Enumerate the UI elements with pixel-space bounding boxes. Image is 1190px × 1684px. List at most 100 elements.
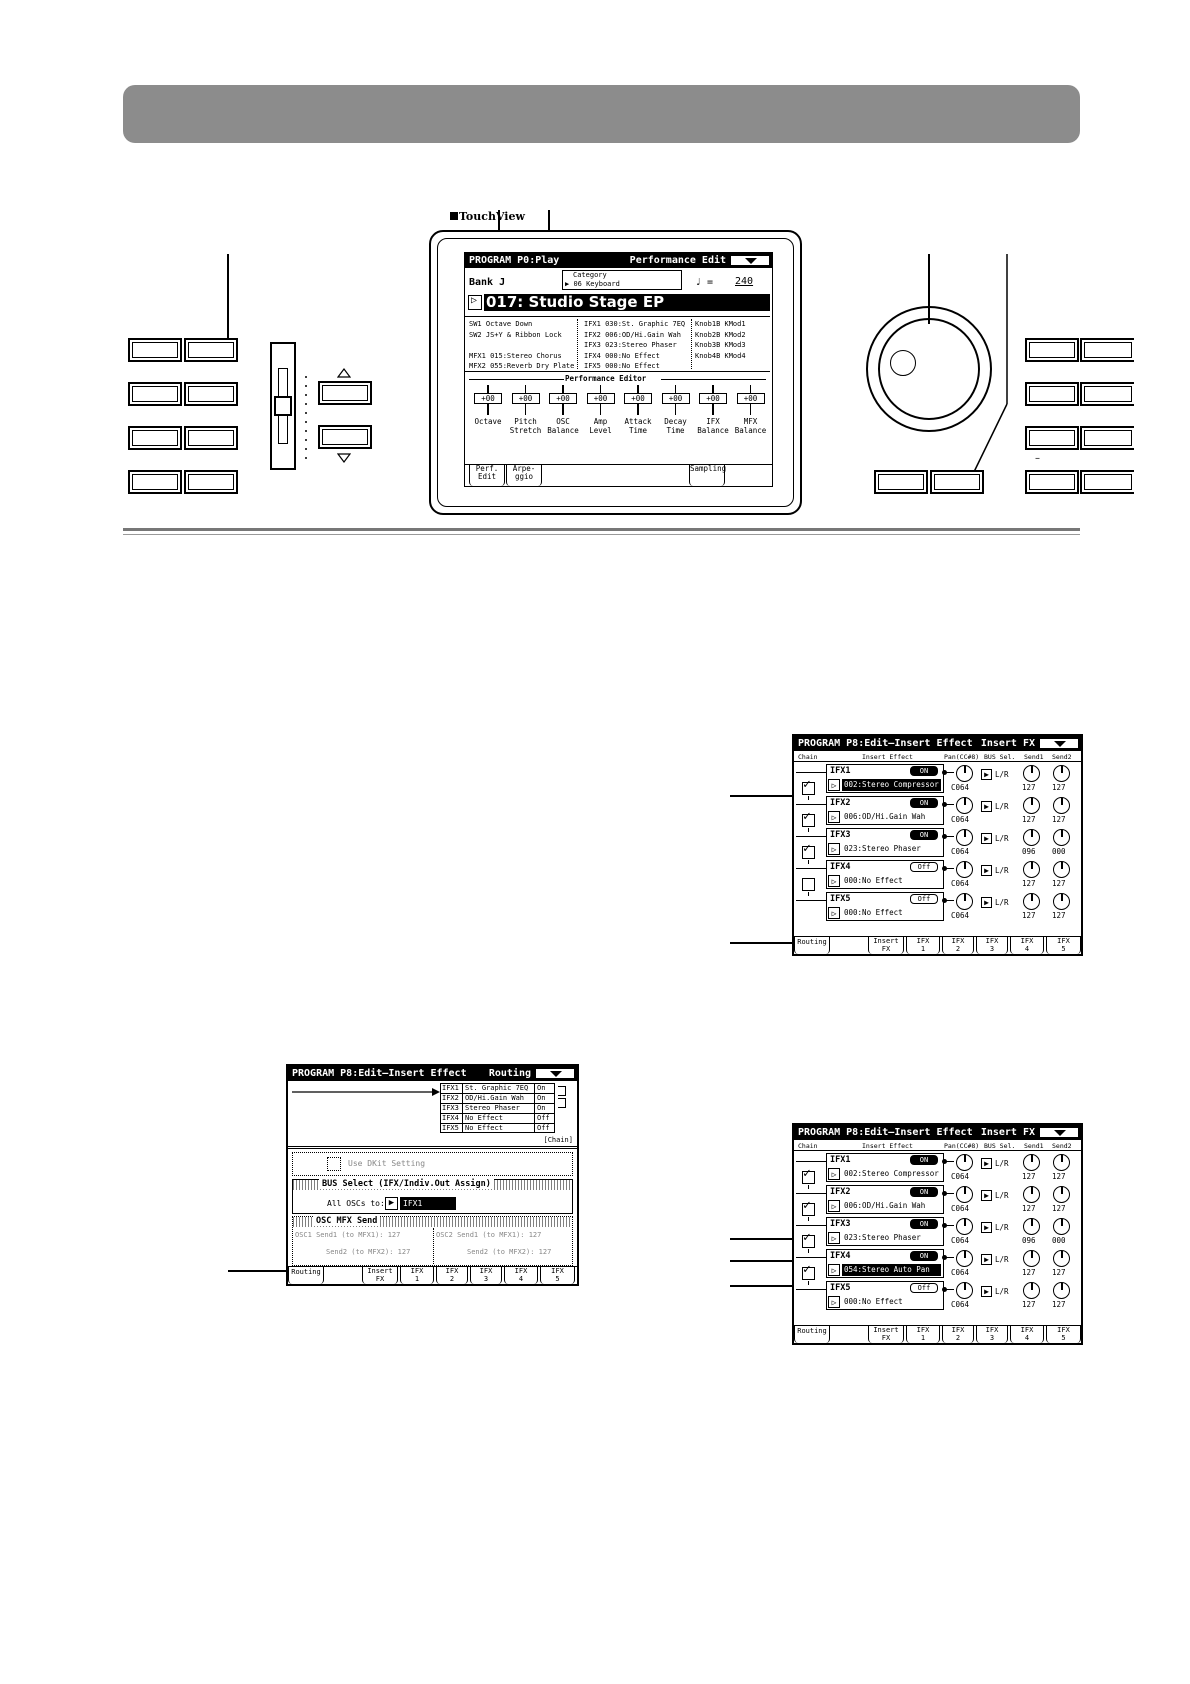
effect-on-off-toggle[interactable]: ON [910,830,938,840]
effect-on-off-toggle[interactable]: ON [910,1187,938,1197]
effect-on-off-toggle[interactable]: Off [910,862,938,872]
effect-on-off-toggle[interactable]: Off [910,894,938,904]
send2-knob[interactable] [1053,765,1070,782]
effect-select-arrow-icon[interactable]: ▷ [828,1200,840,1212]
effect-name[interactable]: 023:Stereo Phaser [844,1233,921,1242]
send2-knob[interactable] [1053,893,1070,910]
value-slider-knob[interactable] [274,396,292,416]
left-button-2b[interactable] [184,382,238,406]
effect-select-arrow-icon[interactable]: ▷ [828,875,840,887]
right-button-4b[interactable] [1080,470,1134,494]
right-button-1a[interactable] [1025,338,1079,362]
pan-knob[interactable] [956,829,973,846]
perf-slider-value[interactable]: +00 [474,393,502,404]
tab-ifx-3[interactable]: IFX 3 [470,1266,502,1284]
tempo-value[interactable]: 240 [735,276,754,287]
chain-checkbox[interactable] [802,878,815,891]
tab-perf-edit[interactable]: Perf.Edit [469,464,505,486]
tab-ifx-1[interactable]: IFX 1 [906,936,940,954]
tab-ifx-2[interactable]: IFX 2 [942,1325,974,1343]
effect-on-off-toggle[interactable]: Off [910,1283,938,1293]
right-button-1b[interactable] [1080,338,1134,362]
left-button-3b[interactable] [184,426,238,450]
tab-ifx-5[interactable]: IFX 5 [1046,1325,1081,1343]
pan-knob[interactable] [956,1282,973,1299]
tab-ifx-1[interactable]: IFX 1 [906,1325,940,1343]
send2-knob[interactable] [1053,829,1070,846]
bus-select-arrow-icon[interactable]: ▶ [981,897,992,908]
dec-button[interactable] [318,425,372,449]
tab-ifx-5[interactable]: IFX 5 [1046,936,1081,954]
bus-select-arrow-icon[interactable]: ▶ [385,1197,398,1210]
effect-name[interactable]: 000:No Effect [844,908,903,917]
page-menu-button[interactable] [730,255,770,266]
send1-knob[interactable] [1023,861,1040,878]
effect-select-arrow-icon[interactable]: ▷ [828,907,840,919]
effect-name[interactable]: 023:Stereo Phaser [844,844,921,853]
left-button-4b[interactable] [184,470,238,494]
bus-select-arrow-icon[interactable]: ▶ [981,1222,992,1233]
osc1-send1[interactable]: OSC1 Send1 (to MFX1): 127 [295,1231,401,1239]
page-menu-button[interactable] [1039,1127,1079,1138]
send1-knob[interactable] [1023,1218,1040,1235]
perf-slider-value[interactable]: +00 [736,393,765,404]
tab-ifx-2[interactable]: IFX 2 [942,936,974,954]
chain-checkbox[interactable] [802,1267,815,1280]
effect-name[interactable]: 002:Stereo Compressor [842,779,941,791]
send2-knob[interactable] [1053,1250,1070,1267]
bus-value[interactable]: L/R [995,1223,1009,1232]
effect-select-arrow-icon[interactable]: ▷ [828,1232,840,1244]
bus-value[interactable]: L/R [995,1255,1009,1264]
send1-knob[interactable] [1023,893,1040,910]
effect-select-arrow-icon[interactable]: ▷ [828,1168,840,1180]
send1-knob[interactable] [1023,765,1040,782]
tab-ifx-3[interactable]: IFX 3 [976,1325,1008,1343]
all-oscs-value[interactable]: IFX1 [400,1197,456,1210]
perf-slider-value[interactable]: +00 [661,393,690,404]
tab-insert-fx[interactable]: Insert FX [868,936,904,954]
program-name[interactable]: 017: Studio Stage EP [484,294,770,311]
pan-knob[interactable] [956,1186,973,1203]
bus-value[interactable]: L/R [995,1191,1009,1200]
pan-knob[interactable] [956,1250,973,1267]
effect-on-off-toggle[interactable]: ON [910,766,938,776]
bus-select-arrow-icon[interactable]: ▶ [981,1286,992,1297]
value-slider[interactable] [270,342,296,470]
send1-knob[interactable] [1023,1250,1040,1267]
tab-insert-fx[interactable]: Insert FX [362,1266,398,1284]
dial-right-button[interactable] [930,470,984,494]
pan-knob[interactable] [956,893,973,910]
page-menu-button[interactable] [535,1068,575,1079]
perf-slider-value[interactable]: +00 [549,393,577,404]
tab-ifx-3[interactable]: IFX 3 [976,936,1008,954]
effect-name[interactable]: 006:OD/Hi.Gain Wah [844,812,926,821]
perf-slider-value[interactable]: +00 [699,393,727,404]
chain-checkbox[interactable] [802,1203,815,1216]
perf-slider-value[interactable]: +00 [624,393,652,404]
bus-select-arrow-icon[interactable]: ▶ [981,801,992,812]
send2-knob[interactable] [1053,797,1070,814]
osc2-send2[interactable]: Send2 (to MFX2): 127 [467,1248,552,1256]
bus-value[interactable]: L/R [995,834,1009,843]
bus-select-arrow-icon[interactable]: ▶ [981,1254,992,1265]
send1-knob[interactable] [1023,797,1040,814]
bus-value[interactable]: L/R [995,866,1009,875]
send2-knob[interactable] [1053,1186,1070,1203]
pan-knob[interactable] [956,1218,973,1235]
left-button-1a[interactable] [128,338,182,362]
right-button-2a[interactable] [1025,382,1079,406]
pan-knob[interactable] [956,765,973,782]
right-button-3a[interactable] [1025,426,1079,450]
effect-select-arrow-icon[interactable]: ▷ [828,811,840,823]
